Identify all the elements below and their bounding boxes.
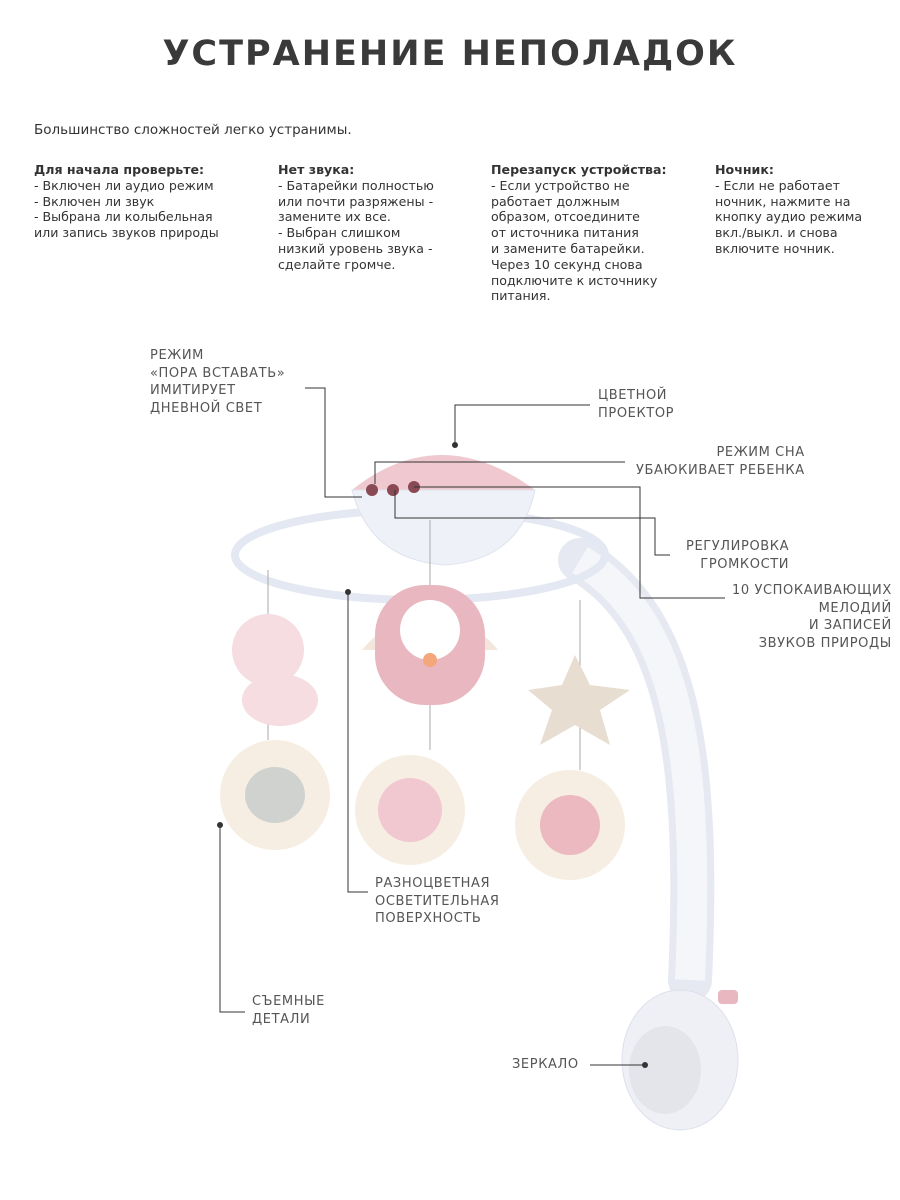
tip-heading: Ночник:	[715, 162, 774, 177]
intro-text: Большинство сложностей легко устранимы.	[34, 122, 352, 138]
label-melodies: 10 УСПОКАИВАЮЩИХ МЕЛОДИЙ И ЗАПИСЕЙ ЗВУКО…	[732, 583, 892, 651]
wake-button	[366, 484, 378, 496]
leader-dots	[217, 442, 648, 1068]
tip-heading: Перезапуск устройства:	[491, 162, 667, 177]
moon-toy	[378, 778, 442, 842]
tip-body: - Батарейки полностью или почти разряжен…	[278, 177, 434, 272]
bear-toy	[232, 614, 318, 726]
base-button	[718, 990, 738, 1004]
tip-body: - Включен ли аудио режим - Включен ли зв…	[34, 177, 219, 241]
tip-night-light: Ночник:- Если не работает ночник, нажмит…	[715, 162, 862, 257]
label-removable-parts: СЪЕМНЫЕ ДЕТАЛИ	[252, 994, 325, 1027]
label-wake-mode: РЕЖИМ «ПОРА ВСТАВАТЬ» ИМИТИРУЕТ ДНЕВНОЙ …	[150, 348, 286, 416]
mobile-arm-highlight	[572, 547, 708, 981]
tip-body: - Если устройство не работает должным об…	[491, 177, 658, 304]
projector-dome	[352, 455, 535, 490]
tip-heading: Нет звука:	[278, 162, 355, 177]
label-mirror: ЗЕРКАЛО	[512, 1057, 579, 1072]
leader-lines	[219, 387, 725, 1066]
tip-restart: Перезапуск устройства:- Если устройство …	[491, 162, 667, 304]
mirror	[629, 1026, 701, 1114]
tip-body: - Если не работает ночник, нажмите на кн…	[715, 177, 863, 256]
label-sleep-mode: РЕЖИМ СНА УБАЮКИВАЕТ РЕБЕНКА	[636, 445, 805, 478]
star-toy	[528, 655, 630, 745]
planet-toy	[540, 795, 600, 855]
cloud-toy	[245, 767, 305, 823]
tip-heading: Для начала проверьте:	[34, 162, 205, 177]
page-title: УСТРАНЕНИЕ НЕПОЛАДОК	[162, 34, 738, 74]
owl-toy	[362, 585, 498, 705]
projector-body	[351, 489, 536, 566]
label-projector: ЦВЕТНОЙ ПРОЕКТОР	[598, 388, 675, 421]
label-volume: РЕГУЛИРОВКА ГРОМКОСТИ	[686, 539, 790, 572]
label-light-surface: РАЗНОЦВЕТНАЯ ОСВЕТИТЕЛЬНАЯ ПОВЕРХНОСТЬ	[375, 876, 500, 926]
tip-no-sound: Нет звука:- Батарейки полностью или почт…	[278, 162, 434, 273]
sleep-button	[387, 484, 399, 496]
tip-check-first: Для начала проверьте:- Включен ли аудио …	[34, 162, 219, 241]
